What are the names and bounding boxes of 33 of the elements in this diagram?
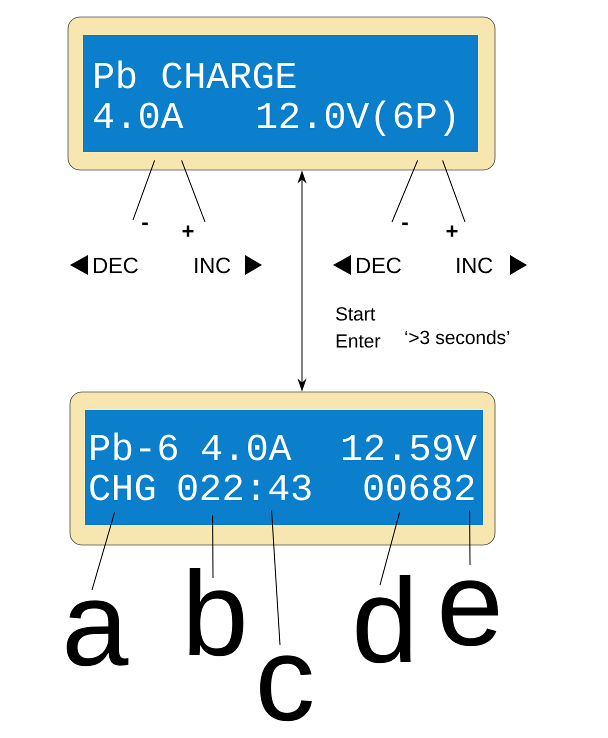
display-text: CHG (90, 474, 154, 500)
callout-letter: c (260, 655, 312, 722)
display-text: 022:43 (178, 474, 311, 500)
button-label: DEC (357, 258, 401, 274)
display-text: 12.59V (342, 434, 477, 460)
leader-line (469, 510, 470, 566)
sign-label: + (182, 226, 194, 237)
sign-label: + (446, 226, 458, 237)
button-label: INC (195, 258, 230, 274)
leader-line (392, 160, 418, 222)
leader-line (132, 160, 156, 220)
note-text: Start Enter (336, 307, 380, 348)
display-text: Pb CHARGE (95, 60, 296, 88)
display-text: 12.0V(6P) (258, 100, 454, 136)
leader-line (380, 512, 400, 586)
display-text: Pb-6 (91, 432, 177, 460)
leader-line (442, 160, 466, 222)
callout-letter: d (356, 575, 411, 664)
sign-label: - (402, 222, 408, 226)
leader-line (181, 160, 206, 222)
button-label: DEC (94, 258, 138, 274)
note-text: ‘>3 seconds’ (405, 330, 510, 344)
callout-letter: e (442, 580, 498, 646)
leader-line (92, 512, 116, 590)
leader-line (212, 514, 214, 578)
sign-label: - (142, 222, 148, 226)
callout-letter: a (66, 600, 128, 666)
display-text: 00682 (364, 474, 474, 500)
display-text: 4.0A (94, 102, 184, 128)
button-label: INC (457, 258, 492, 274)
callout-letter: b (189, 568, 244, 656)
display-text: 4.0A (202, 434, 292, 460)
leader-line (271, 510, 280, 646)
